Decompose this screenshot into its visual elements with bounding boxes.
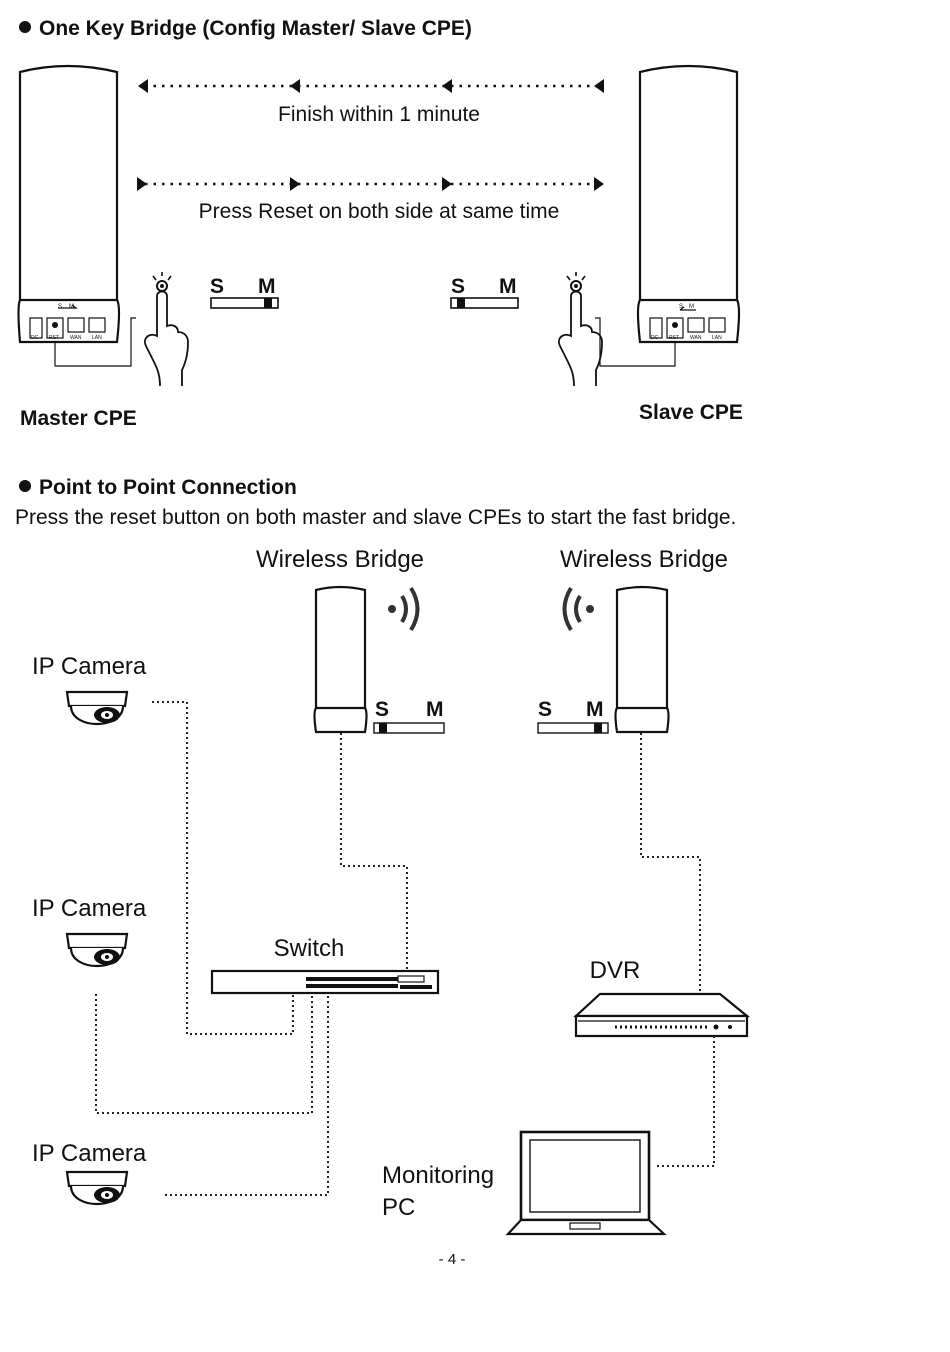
bridge-left-sm-s: S bbox=[375, 698, 389, 721]
slave-port-rst: RST bbox=[669, 335, 679, 341]
slave-sm-s: S bbox=[451, 275, 465, 298]
slave-switch-m: M bbox=[689, 304, 694, 310]
arrow-press-right bbox=[137, 177, 604, 191]
ip-camera-label-1: IP Camera bbox=[32, 653, 147, 680]
master-sm-s: S bbox=[210, 275, 224, 298]
master-cpe-device-icon: S M DC RST WAN LAN bbox=[17, 64, 121, 344]
bridge-right-device-icon bbox=[614, 585, 670, 734]
ip-camera-icon-3 bbox=[65, 1170, 129, 1206]
bridge-right-sm-switch: S M bbox=[537, 698, 609, 734]
slave-port-lan: LAN bbox=[712, 335, 722, 341]
section-one-heading: One Key Bridge (Config Master/ Slave CPE… bbox=[39, 17, 472, 40]
section-two-description: Press the reset button on both master an… bbox=[15, 506, 736, 529]
bridge-left-label: Wireless Bridge bbox=[256, 546, 424, 573]
wifi-signal-right-icon bbox=[388, 586, 420, 632]
laptop-icon bbox=[505, 1130, 667, 1236]
ip-camera-icon-2 bbox=[65, 932, 129, 968]
ip-camera-icon-1 bbox=[65, 690, 129, 726]
master-sm-switch: S M bbox=[210, 275, 279, 309]
slave-finger-press-icon bbox=[557, 271, 603, 387]
arrow-finish-left bbox=[138, 79, 604, 93]
master-switch-m: M bbox=[69, 304, 74, 310]
slave-switch-s: S bbox=[679, 304, 683, 310]
arrow-top-label: Finish within 1 minute bbox=[278, 103, 480, 126]
dvr-label: DVR bbox=[590, 957, 641, 984]
slave-sm-m: M bbox=[499, 275, 517, 298]
section-two-heading: Point to Point Connection bbox=[39, 476, 297, 499]
bridge-left-sm-switch: S M bbox=[373, 698, 445, 734]
ip-camera-label-2: IP Camera bbox=[32, 895, 147, 922]
master-port-dc: DC bbox=[31, 335, 39, 341]
ip-camera-label-3: IP Camera bbox=[32, 1140, 147, 1167]
master-cpe-label: Master CPE bbox=[20, 407, 137, 430]
connection-lines bbox=[95, 701, 715, 1196]
bridge-left-sm-m: M bbox=[426, 698, 444, 721]
master-port-wan: WAN bbox=[70, 335, 82, 341]
bridge-right-sm-m: M bbox=[586, 698, 604, 721]
slave-cpe-label: Slave CPE bbox=[639, 401, 743, 424]
bridge-right-sm-s: S bbox=[538, 698, 552, 721]
master-port-rst: RST bbox=[49, 335, 59, 341]
bullet-icon bbox=[19, 480, 31, 492]
monitoring-pc-label-line-2: PC bbox=[382, 1194, 415, 1221]
page-number: - 4 - bbox=[439, 1251, 466, 1268]
slave-sm-switch: S M bbox=[450, 275, 519, 309]
monitoring-pc-label-line-1: Monitoring bbox=[382, 1162, 494, 1189]
bridge-right-label: Wireless Bridge bbox=[560, 546, 728, 573]
slave-port-wan: WAN bbox=[690, 335, 702, 341]
slave-port-dc: DC bbox=[651, 335, 659, 341]
wifi-signal-left-icon bbox=[562, 586, 594, 632]
network-switch-icon bbox=[210, 969, 440, 995]
dvr-icon bbox=[573, 992, 751, 1038]
slave-cpe-device-icon: S M DC RST WAN LAN bbox=[636, 64, 741, 344]
bridge-left-device-icon bbox=[313, 585, 368, 734]
switch-label: Switch bbox=[274, 935, 345, 962]
master-switch-s: S bbox=[58, 304, 62, 310]
arrow-bottom-label: Press Reset on both side at same time bbox=[199, 200, 560, 223]
master-finger-press-icon bbox=[143, 271, 189, 387]
master-port-lan: LAN bbox=[92, 335, 102, 341]
bullet-icon bbox=[19, 21, 31, 33]
master-sm-m: M bbox=[258, 275, 276, 298]
